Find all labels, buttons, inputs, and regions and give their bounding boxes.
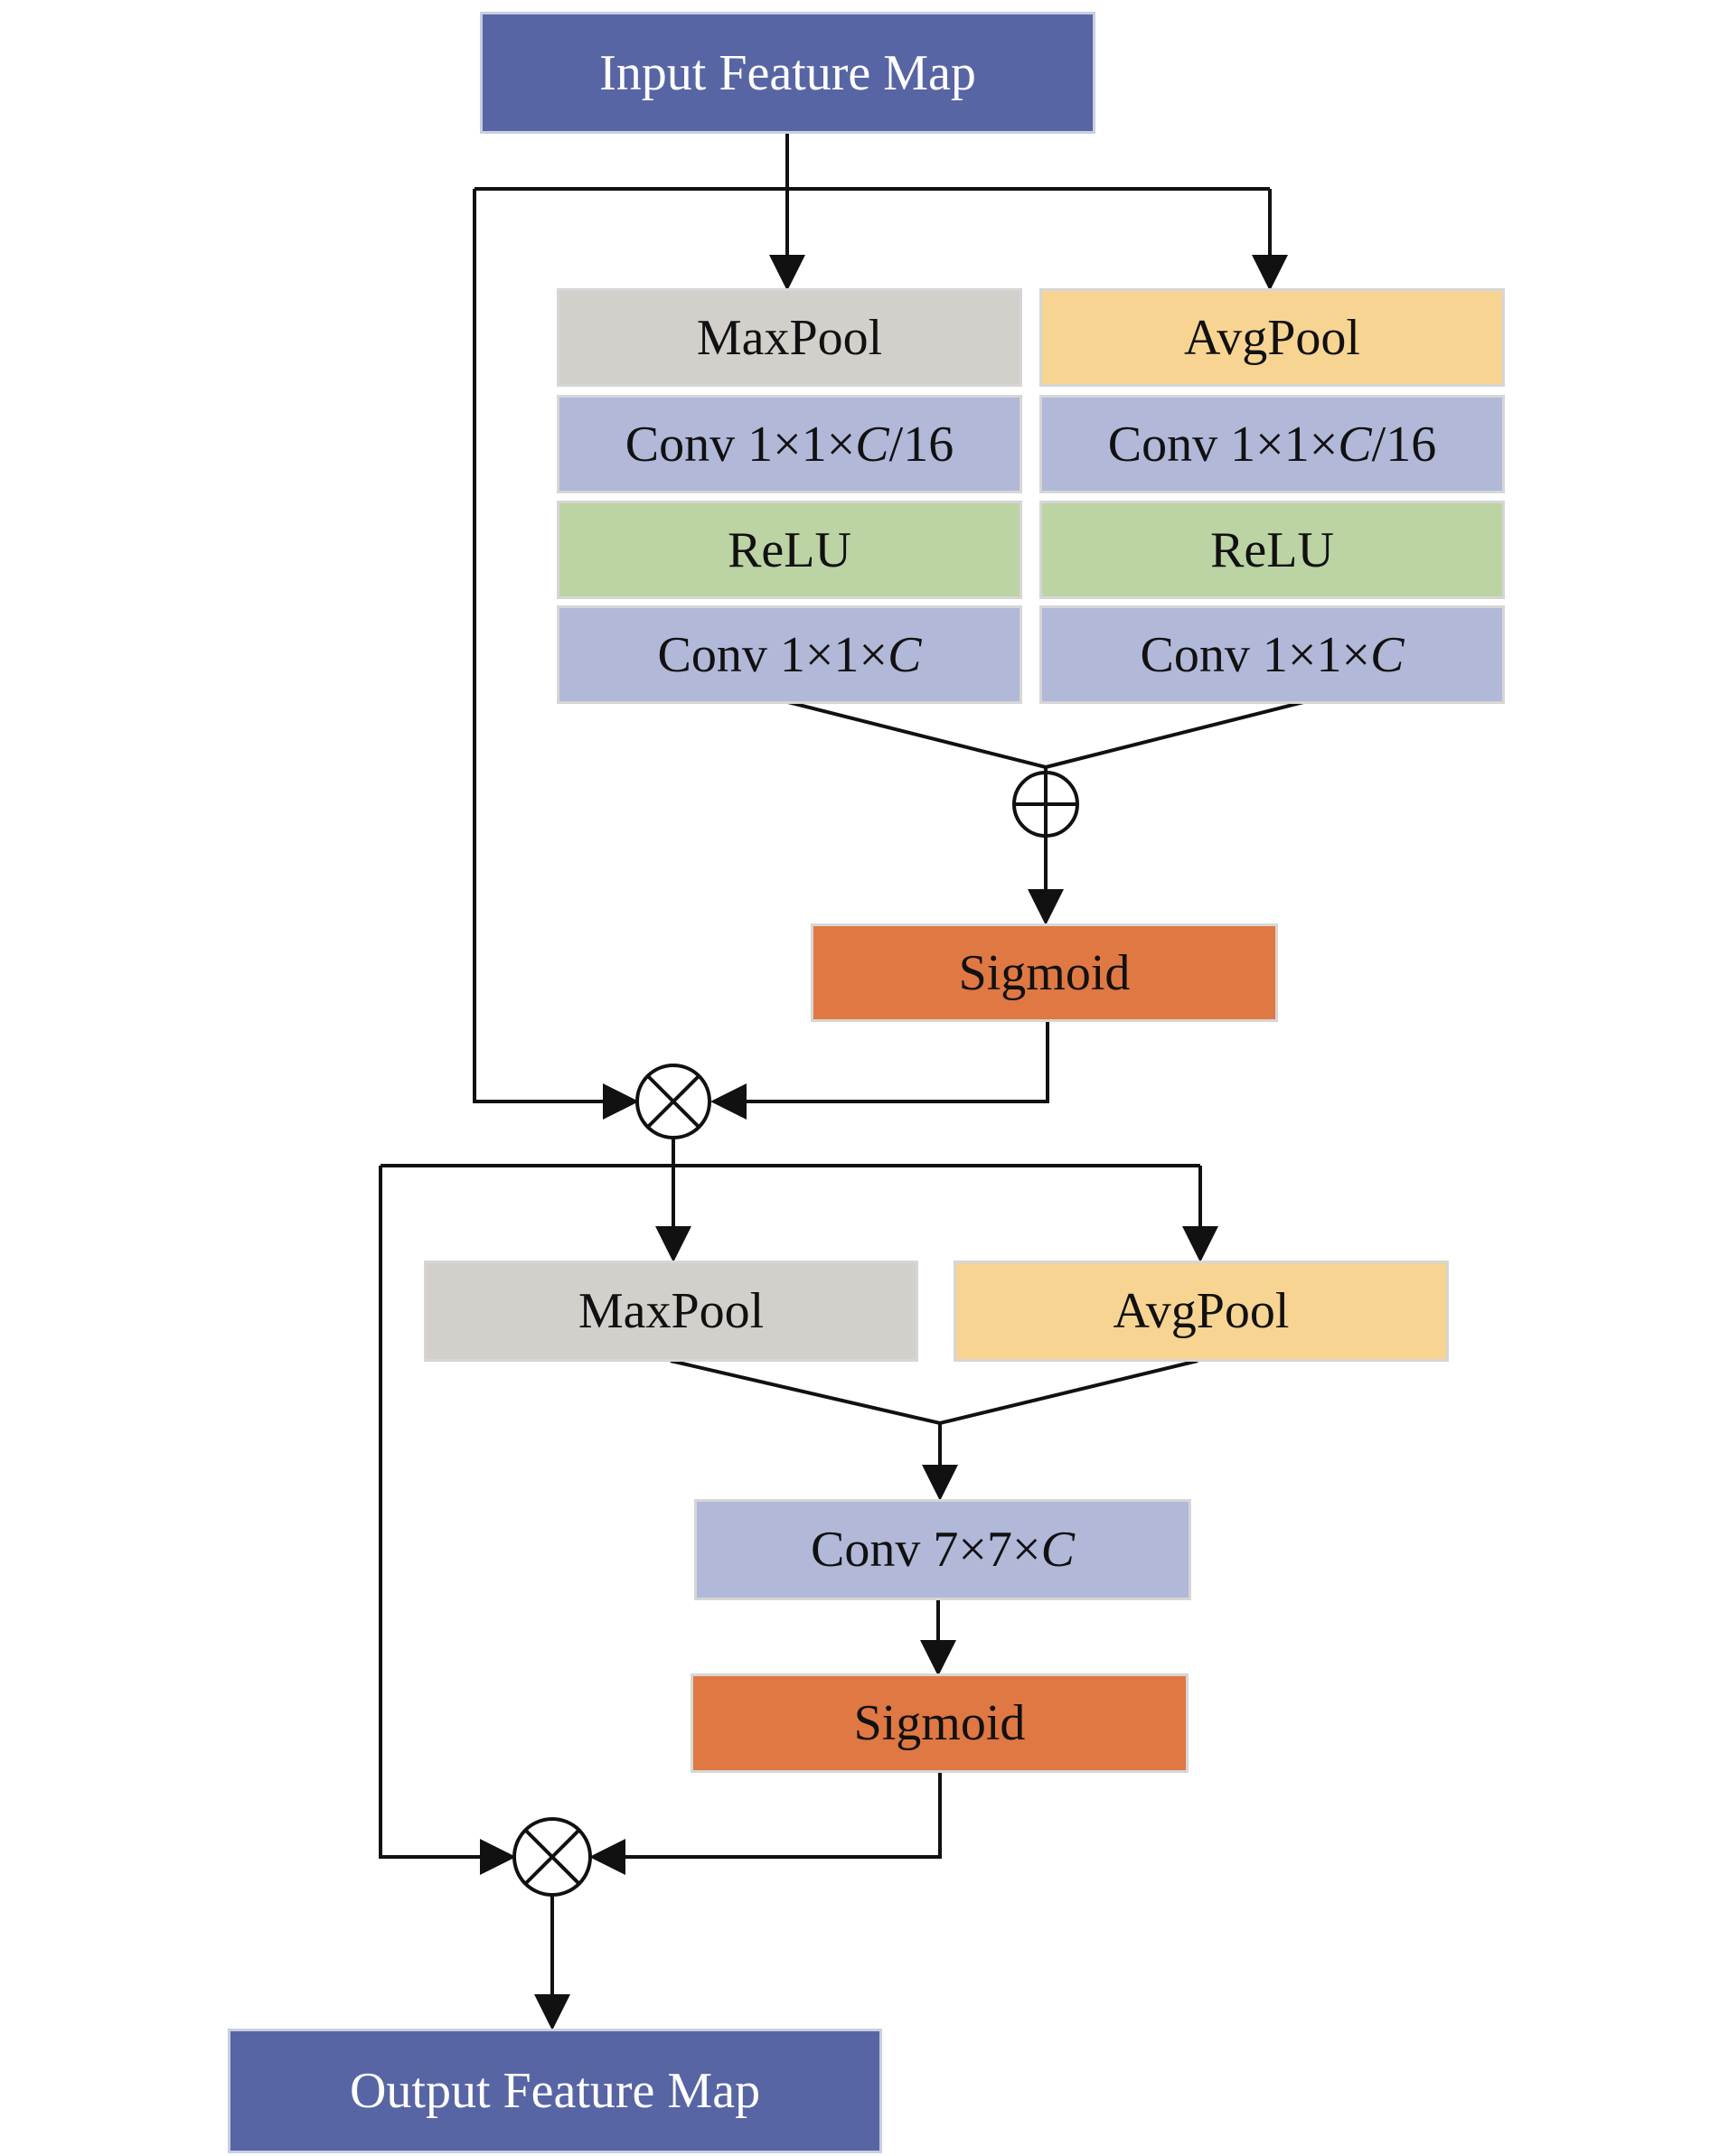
conv-label: Conv 1×1×C/16 (1107, 416, 1437, 473)
merge-lines-1 (784, 696, 1322, 770)
conv-label: Conv 7×7×C (811, 1522, 1075, 1578)
conv-c16-box-right: Conv 1×1×C/16 (1039, 395, 1505, 493)
sigmoid-2-to-multiply (589, 1771, 942, 1875)
sigmoid-label: Sigmoid (958, 944, 1131, 1001)
merge-lines-2 (670, 1359, 1198, 1426)
circled-times-icon (512, 1817, 592, 1897)
conv-7x7-box: Conv 7×7×C (694, 1499, 1191, 1600)
avgpool-box-2: AvgPool (954, 1261, 1449, 1362)
maxpool-label: MaxPool (696, 309, 883, 366)
sigmoid-box-2: Sigmoid (691, 1673, 1189, 1773)
conv-label: Conv 1×1×C (657, 626, 922, 683)
circled-times-icon (635, 1064, 711, 1139)
relu-label: ReLU (1210, 521, 1334, 578)
maxpool-box-1: MaxPool (557, 288, 1022, 387)
relu-box-right: ReLU (1039, 501, 1505, 599)
conv-c-box-left: Conv 1×1×C (557, 605, 1022, 704)
conv-label: Conv 1×1×C (1140, 626, 1405, 683)
sigmoid-1-to-multiply (710, 1021, 1049, 1120)
avgpool-label: AvgPool (1184, 309, 1360, 366)
output-feature-map: Output Feature Map (228, 2029, 882, 2153)
conv-label: Conv 1×1×C/16 (625, 416, 954, 473)
input-feature-map-label: Input Feature Map (599, 44, 976, 101)
relu-label: ReLU (728, 521, 851, 578)
conv-c-box-right: Conv 1×1×C (1039, 605, 1505, 704)
sigmoid-label: Sigmoid (853, 1695, 1026, 1751)
maxpool-box-2: MaxPool (424, 1261, 918, 1362)
output-feature-map-label: Output Feature Map (349, 2063, 761, 2119)
avgpool-box-1: AvgPool (1039, 288, 1505, 387)
skip-connection-2 (379, 1166, 516, 1875)
skip-connection-1 (473, 189, 639, 1120)
input-feature-map: Input Feature Map (480, 12, 1095, 134)
maxpool-label: MaxPool (578, 1283, 765, 1339)
sigmoid-box-1: Sigmoid (811, 923, 1278, 1022)
conv-c16-box-left: Conv 1×1×C/16 (557, 395, 1022, 493)
circled-plus-icon (1012, 771, 1079, 838)
avgpool-label: AvgPool (1113, 1283, 1290, 1339)
relu-box-left: ReLU (557, 501, 1022, 599)
